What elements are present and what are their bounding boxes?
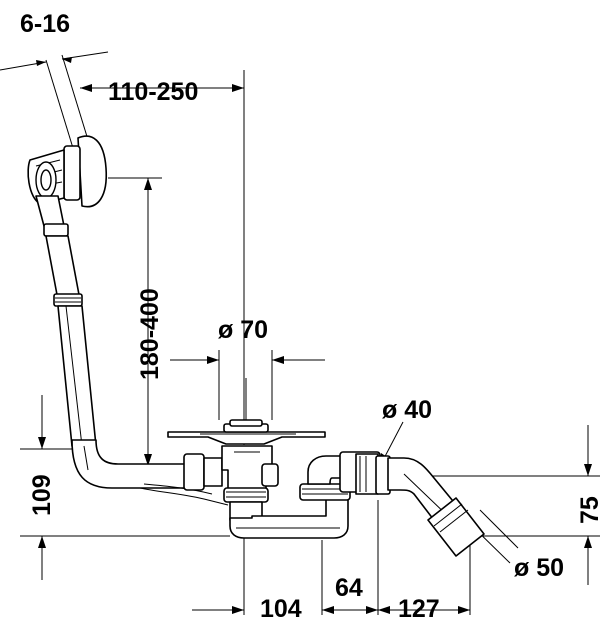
label-outlet-diameter: ø 40 bbox=[382, 396, 432, 424]
label-trap-to-outlet: 127 bbox=[398, 595, 440, 623]
dimension-lines bbox=[0, 51, 592, 614]
outlet-elbow bbox=[339, 451, 485, 557]
label-outlet-pipe-diameter: ø 50 bbox=[514, 554, 564, 582]
label-trap-height-left: 109 bbox=[28, 474, 56, 516]
label-outlet-height-right: 75 bbox=[576, 496, 604, 524]
label-overflow-reach: 110-250 bbox=[108, 78, 198, 106]
drain-assembly bbox=[183, 410, 279, 521]
dimension-labels: 6-16 110-250 180-400 ø 70 ø 40 109 75 ø … bbox=[20, 10, 604, 623]
bath-tub-base bbox=[167, 431, 326, 445]
label-trap-width: 64 bbox=[335, 574, 363, 602]
label-overflow-height: 180-400 bbox=[136, 288, 164, 380]
label-thickness: 6-16 bbox=[20, 10, 70, 38]
overflow-head bbox=[27, 135, 229, 506]
label-dist-drain-to-trap: 104 bbox=[260, 595, 302, 623]
label-drain-diameter: ø 70 bbox=[218, 316, 268, 344]
